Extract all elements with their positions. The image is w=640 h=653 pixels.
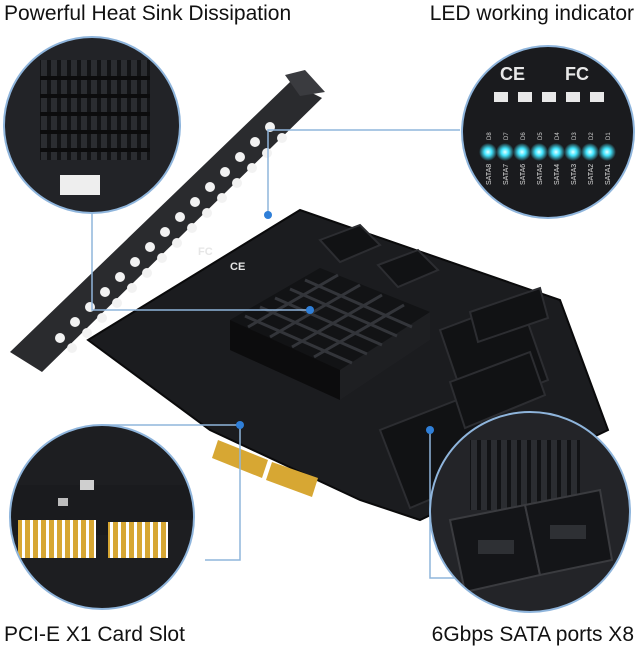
pcie-slot-zoom-circle <box>9 424 195 610</box>
led-6 <box>564 143 582 161</box>
led-id-label: D2 <box>589 132 595 140</box>
led-7 <box>581 143 599 161</box>
fc-mark: FC <box>198 246 213 258</box>
pci-bracket <box>10 70 325 372</box>
sata-port-stack <box>318 223 550 510</box>
led-port-label: SATA3 <box>571 164 578 185</box>
led-port-label: SATA2 <box>588 164 595 185</box>
certification-marks: FC CE <box>198 246 245 273</box>
led-3 <box>513 143 531 161</box>
led-id-label: D7 <box>504 132 510 140</box>
led-id-label: D4 <box>555 132 561 140</box>
led-row <box>479 143 616 161</box>
led-id-label: D3 <box>572 132 578 140</box>
led-5 <box>547 143 565 161</box>
led-2 <box>496 143 514 161</box>
led-indicator-caption: LED working indicator <box>429 2 634 25</box>
heatsink <box>230 268 430 400</box>
led-port-label: SATA8 <box>486 164 493 185</box>
led-id-label: D5 <box>538 132 544 140</box>
sata-ports-zoom-circle <box>429 411 631 613</box>
led-port-label: SATA5 <box>537 164 544 185</box>
led-8 <box>598 143 616 161</box>
led-1 <box>479 143 497 161</box>
sata-ports-caption: 6Gbps SATA ports X8 <box>431 623 634 646</box>
svg-text:CE: CE <box>500 64 525 84</box>
led-port-label: SATA4 <box>554 164 561 185</box>
led-port-label: SATA1 <box>605 164 612 185</box>
led-port-label: SATA7 <box>503 164 510 185</box>
pcie-slot-caption: PCI-E X1 Card Slot <box>4 623 185 646</box>
svg-text:FC: FC <box>565 64 589 84</box>
ce-mark: CE <box>230 261 245 273</box>
heatsink-zoom-circle <box>3 36 181 214</box>
led-id-label: D1 <box>606 132 612 140</box>
heat-sink-caption: Powerful Heat Sink Dissipation <box>4 2 292 25</box>
led-port-label: SATA6 <box>520 164 527 185</box>
led-id-label: D8 <box>487 132 493 140</box>
led-id-label: D6 <box>521 132 527 140</box>
led-4 <box>530 143 548 161</box>
led-indicator-zoom-circle: CE FC SATA8 SATA7 SATA <box>461 45 635 219</box>
callout-dots <box>236 211 434 434</box>
